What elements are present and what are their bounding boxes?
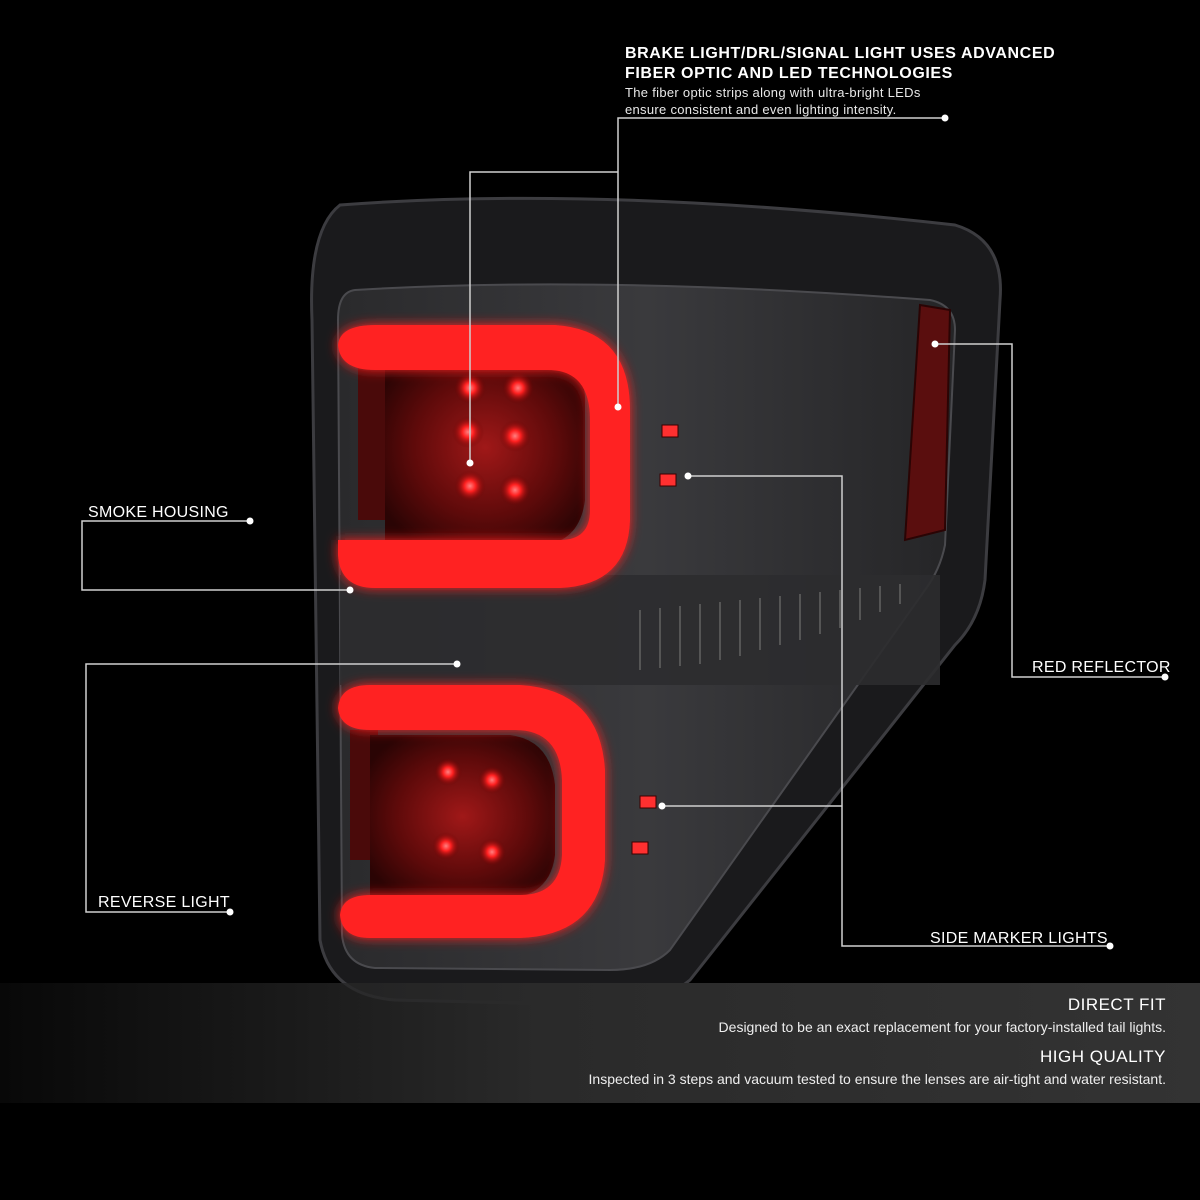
smoke-housing-label: SMOKE HOUSING: [88, 504, 229, 521]
brake-callout-desc-line2: ensure consistent and even lighting inte…: [625, 102, 897, 117]
brake-callout-title-line1: BRAKE LIGHT/DRL/SIGNAL LIGHT USES ADVANC…: [625, 45, 1056, 62]
brake-callout-title-line2: FIBER OPTIC AND LED TECHNOLOGIES: [625, 65, 953, 82]
led-dot: [478, 766, 506, 794]
led-dot: [454, 470, 486, 502]
side-marker-led: [661, 424, 679, 438]
feature-direct-fit: DIRECT FIT Designed to be an exact repla…: [719, 995, 1166, 1035]
feature-title: DIRECT FIT: [1067, 995, 1166, 1014]
led-dot: [499, 474, 531, 506]
feature-text: Inspected in 3 steps and vacuum tested t…: [588, 1071, 1166, 1087]
lower-fiber-optic-bar: [338, 685, 605, 938]
red-reflector-label: RED REFLECTOR: [1032, 659, 1171, 676]
feature-high-quality: HIGH QUALITY Inspected in 3 steps and va…: [589, 1047, 1166, 1087]
led-dot: [499, 420, 531, 452]
reverse-band-ribs: [639, 584, 901, 670]
lower-led-array: [432, 758, 506, 866]
side-marker-led: [639, 795, 657, 809]
side-marker-led: [631, 841, 649, 855]
upper-left-reflector: [358, 355, 388, 520]
lower-led-lens: [370, 735, 555, 898]
callout-dots: [226, 114, 1169, 950]
side-marker-leds: [631, 424, 679, 855]
led-dot: [478, 838, 506, 866]
led-dot: [502, 372, 534, 404]
side-marker-led: [659, 473, 677, 487]
brake-callout-desc-line1: The fiber optic strips along with ultra-…: [625, 85, 921, 100]
reverse-light-label: REVERSE LIGHT: [98, 894, 230, 911]
callout-leader-lines: [81, 117, 1165, 947]
red-reflector-strip: [903, 303, 952, 542]
features-band: DIRECT FIT Designed to be an exact repla…: [0, 983, 1200, 1103]
side-marker-lights-label: SIDE MARKER LIGHTS: [930, 930, 1108, 947]
led-dot: [452, 416, 484, 448]
feature-text: Designed to be an exact replacement for …: [718, 1019, 1166, 1035]
brake-light-callout: BRAKE LIGHT/DRL/SIGNAL LIGHT USES ADVANC…: [625, 44, 1055, 118]
feature-title: HIGH QUALITY: [1040, 1047, 1166, 1066]
upper-led-lens: [385, 350, 585, 545]
upper-fiber-optic-bar: [338, 325, 630, 588]
led-dot: [432, 832, 460, 860]
led-dot: [434, 758, 462, 786]
